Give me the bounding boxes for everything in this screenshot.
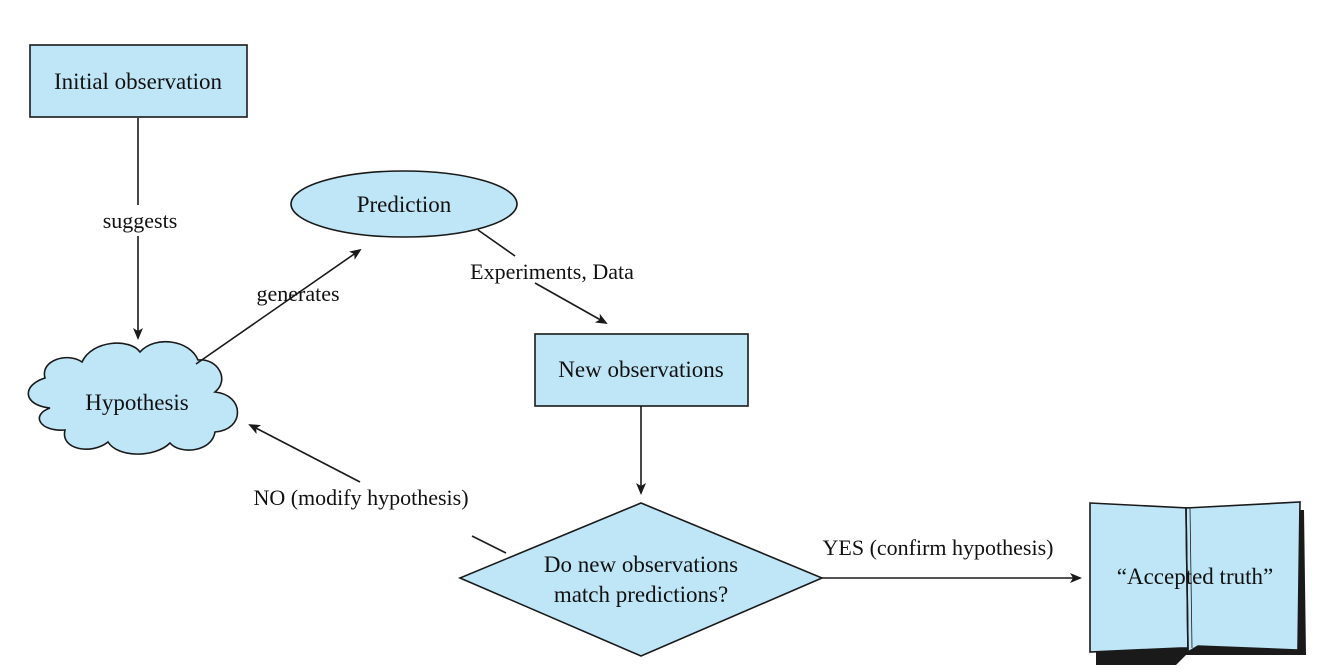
decision-line-1: Do new observations (544, 552, 738, 577)
new-observations-node: New observations (534, 333, 749, 407)
decision-node: Do new observations match predictions? (457, 502, 825, 657)
initial-observation-node: Initial observation (29, 44, 248, 118)
initial-observation-label: Initial observation (54, 69, 222, 94)
prediction-label: Prediction (357, 192, 452, 217)
decision-line-2: match predictions? (554, 582, 728, 607)
experiments-data-label: Experiments, Data (470, 259, 634, 284)
edge-suggests: suggests (103, 118, 178, 340)
no-modify-label: NO (modify hypothesis) (253, 485, 468, 510)
hypothesis-label: Hypothesis (85, 390, 189, 415)
generates-label: generates (256, 281, 339, 306)
yes-confirm-label: YES (confirm hypothesis) (823, 535, 1054, 560)
new-observations-label: New observations (558, 357, 723, 382)
edge-generates: generates (195, 248, 362, 365)
suggests-label: suggests (103, 208, 178, 233)
edge-yes-confirm: YES (confirm hypothesis) (822, 535, 1082, 583)
hypothesis-node: Hypothesis (27, 340, 239, 455)
edge-experiments-data: Experiments, Data (470, 229, 634, 324)
prediction-node: Prediction (290, 170, 518, 238)
accepted-truth-label: “Accepted truth” (1117, 564, 1273, 589)
accepted-truth-node: “Accepted truth” (1089, 501, 1306, 665)
edge-no-modify: NO (modify hypothesis) (248, 424, 507, 554)
